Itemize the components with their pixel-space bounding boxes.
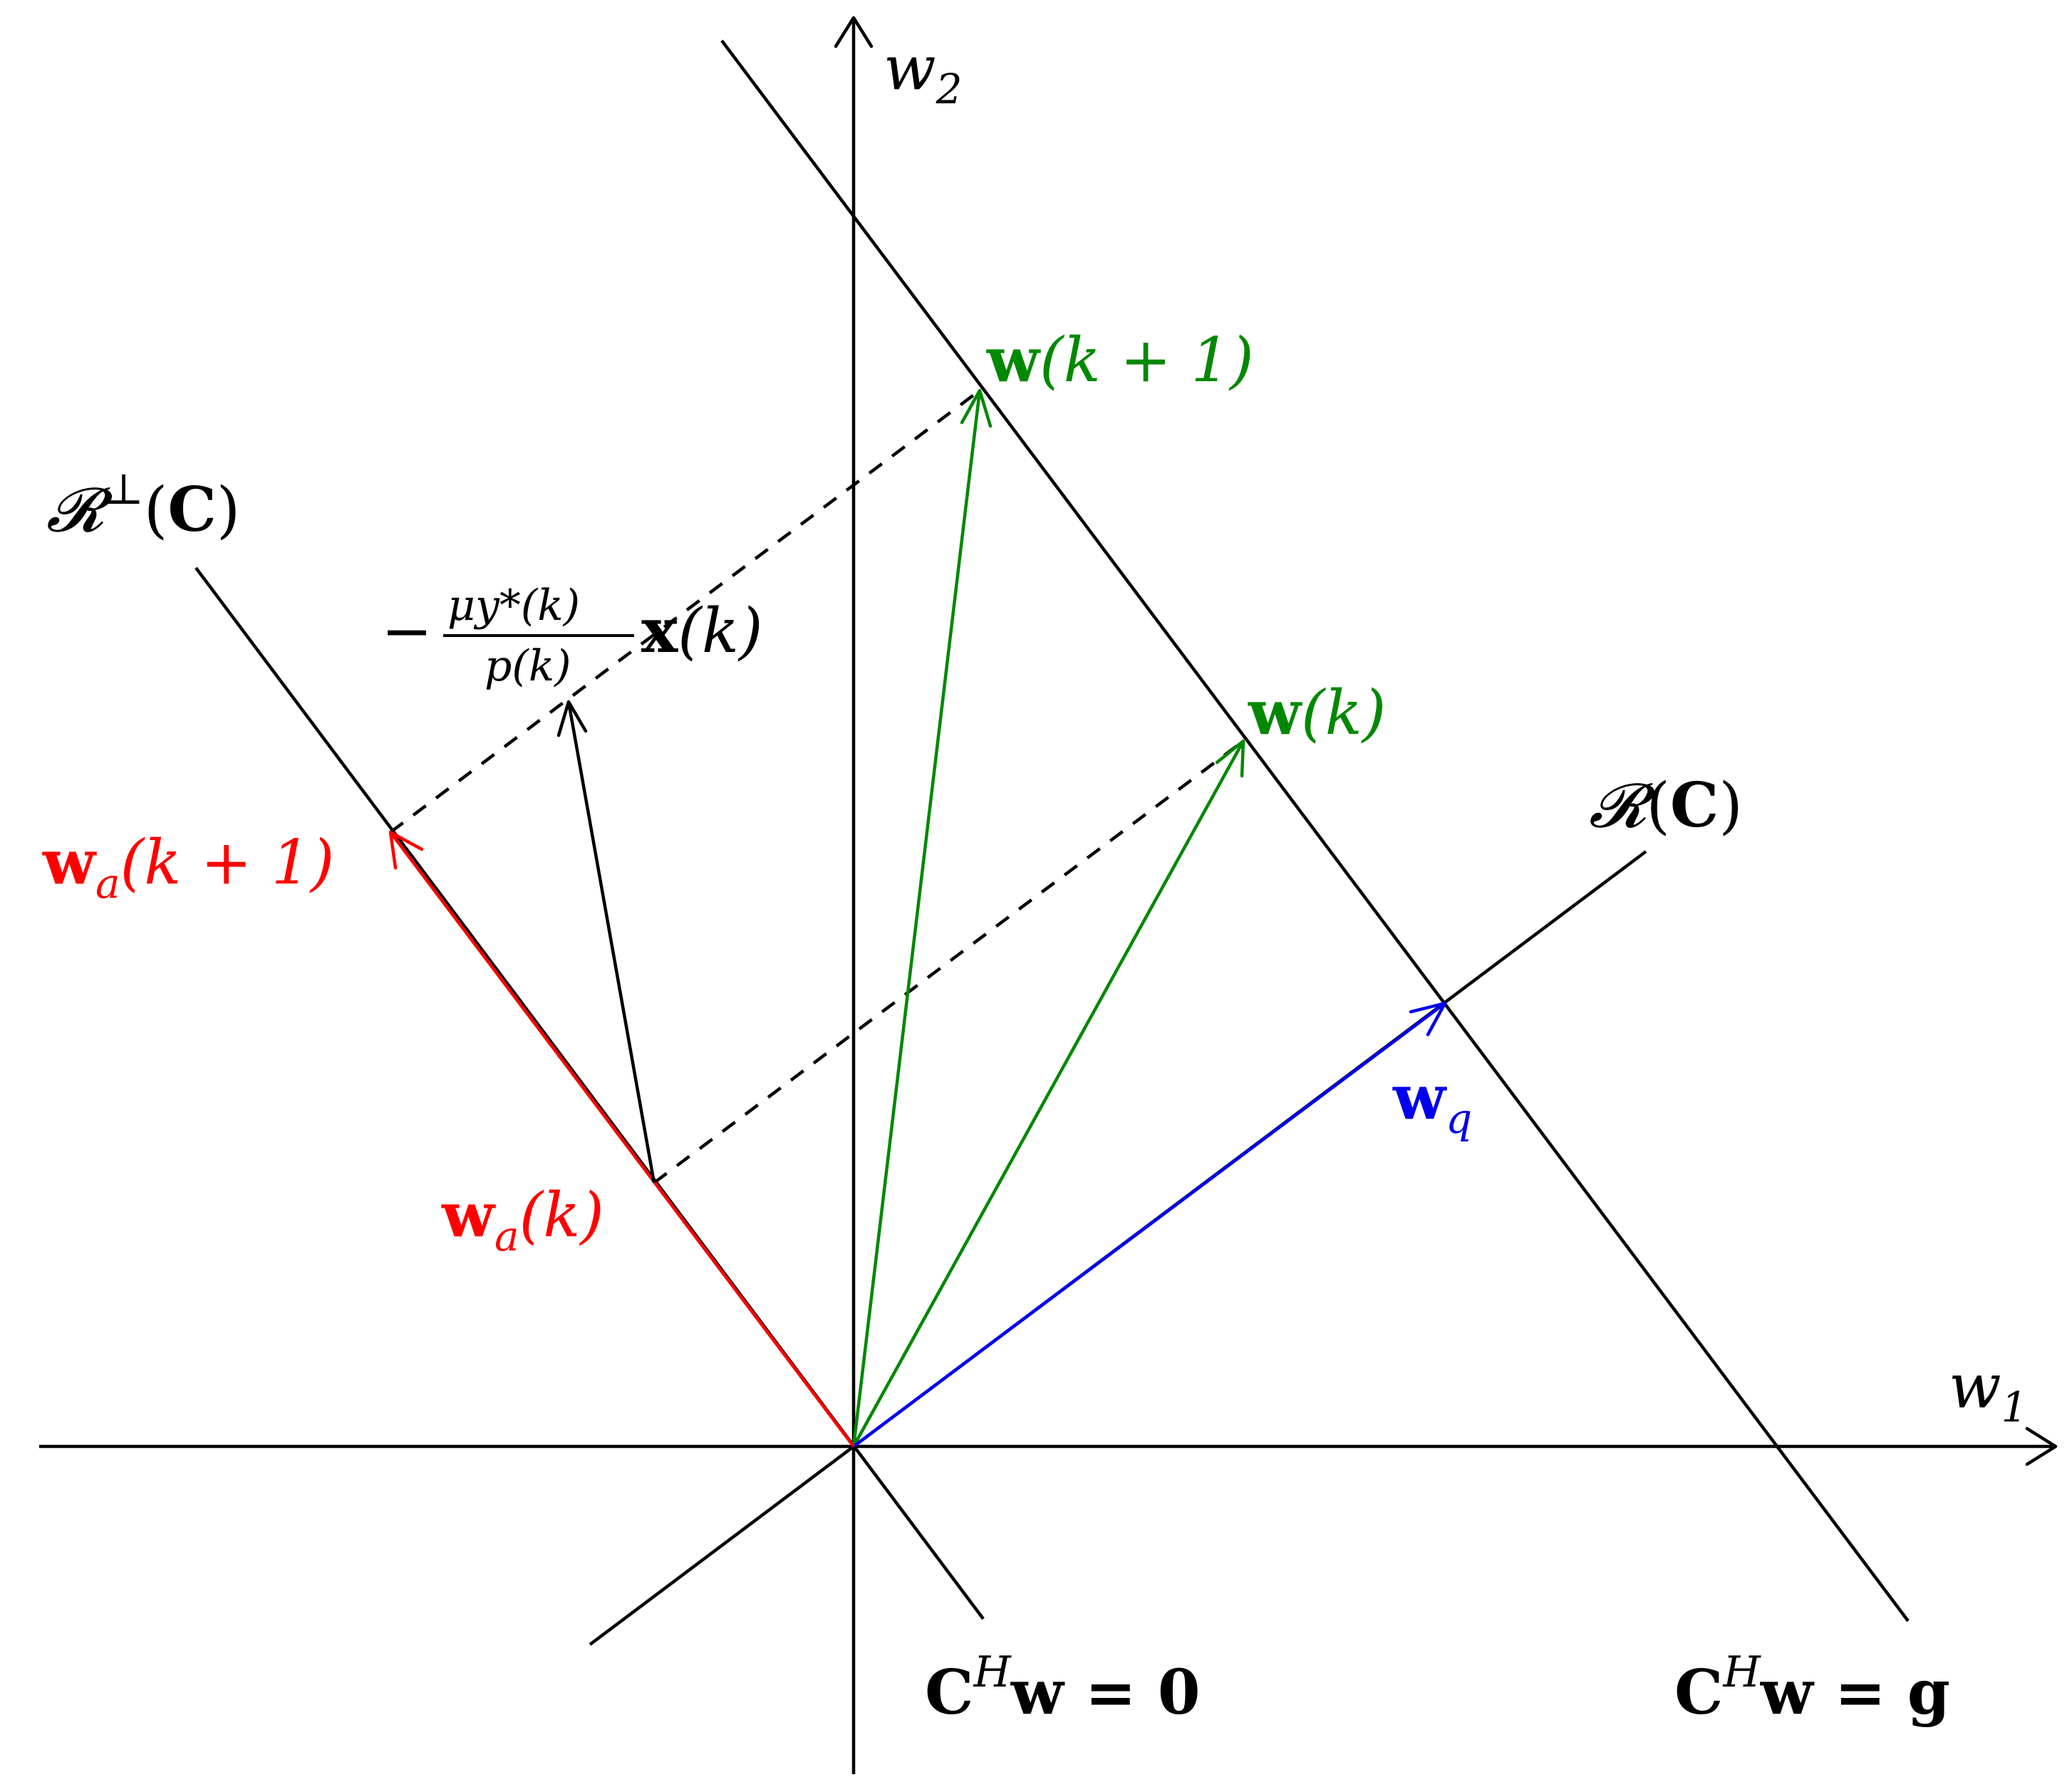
r-perp-c-label: 𝓡⊥(C): [46, 465, 240, 546]
c-h-w-g-eq: =: [1813, 1657, 1907, 1729]
wq-label: wq: [1392, 1062, 1472, 1143]
w-k-arg: (k): [1301, 678, 1386, 749]
c-h-w-g-sup: H: [1722, 1647, 1761, 1697]
c-h-w-g-c: C: [1674, 1657, 1723, 1729]
step-x-arg: (k): [678, 596, 762, 667]
projection-dash-lower: [653, 740, 1245, 1184]
w-k1-base: w: [986, 324, 1041, 396]
step-x: x: [641, 595, 678, 667]
c-h-w-0-w: w: [1010, 1657, 1065, 1729]
wq-vector: [852, 1001, 1447, 1448]
w1-sub: 1: [2001, 1383, 2028, 1431]
w2-sub: 2: [936, 65, 963, 113]
c-h-w-0-sup: H: [973, 1647, 1012, 1697]
c-h-w-0-label: CHw = 0: [925, 1647, 1201, 1729]
w-k-label: w(k): [1248, 677, 1386, 749]
w1-axis-label: w1: [1949, 1351, 2028, 1431]
r-c-label: 𝓡(C): [1589, 770, 1743, 841]
w-k1-vector: [851, 388, 993, 1447]
c-h-w-g-rhs: g: [1907, 1657, 1950, 1729]
step-x-term: x(k): [641, 595, 763, 667]
w2-axis: [834, 16, 874, 1774]
c-h-w-0-rhs: 0: [1158, 1657, 1201, 1729]
step-vector: [556, 700, 656, 1184]
r-c-script: 𝓡: [1589, 770, 1656, 841]
wa-k1-sub: a: [95, 859, 120, 908]
wa-k1-base: w: [42, 827, 97, 898]
wa-k-label: wa(k): [441, 1179, 604, 1260]
c-h-w-g-label: CHw = g: [1674, 1647, 1950, 1729]
w-k1-label: w(k + 1): [986, 324, 1254, 396]
w-k-vector: [852, 739, 1245, 1448]
w-k1-arg: (k + 1): [1040, 325, 1254, 396]
wa-k1-vector: [388, 830, 855, 1448]
wa-k-sub: a: [494, 1212, 519, 1260]
step-numerator: μy*(k): [447, 581, 580, 631]
constraint-plane-0-line: [195, 566, 985, 1620]
step-denominator: p(k): [485, 641, 571, 691]
step-label: − μy*(k) p(k) x(k): [381, 581, 763, 691]
step-minus: −: [381, 596, 432, 667]
wq-sub: q: [1446, 1094, 1472, 1143]
w2-axis-label: w2: [884, 33, 963, 113]
wa-k1-arg: (k + 1): [120, 827, 335, 898]
w2-base: w: [884, 33, 936, 104]
r-perp-arg: C: [167, 474, 216, 546]
w-k-base: w: [1248, 677, 1302, 749]
w1-axis: [39, 1426, 2058, 1466]
r-perp-open: (: [144, 475, 168, 546]
wa-k1-label: wa(k + 1): [42, 827, 334, 908]
wq-base: w: [1392, 1062, 1447, 1134]
c-h-w-g-w: w: [1760, 1657, 1815, 1729]
w1-base: w: [1949, 1351, 2001, 1422]
c-h-w-0-eq: =: [1064, 1657, 1158, 1729]
projection-dash-upper: [389, 389, 981, 834]
r-c-open: (: [1646, 770, 1670, 841]
wa-k-base: w: [441, 1179, 496, 1251]
r-perp-close: ): [217, 475, 241, 546]
r-perp-script: 𝓡: [46, 475, 113, 546]
r-c-close: ): [1719, 770, 1743, 841]
c-h-w-0-c: C: [925, 1657, 973, 1729]
r-c-arg: C: [1670, 770, 1719, 841]
wa-k-arg: (k): [519, 1180, 604, 1251]
r-perp-sup: ⊥: [103, 465, 143, 514]
constraint-plane-g-line: [720, 39, 1910, 1622]
